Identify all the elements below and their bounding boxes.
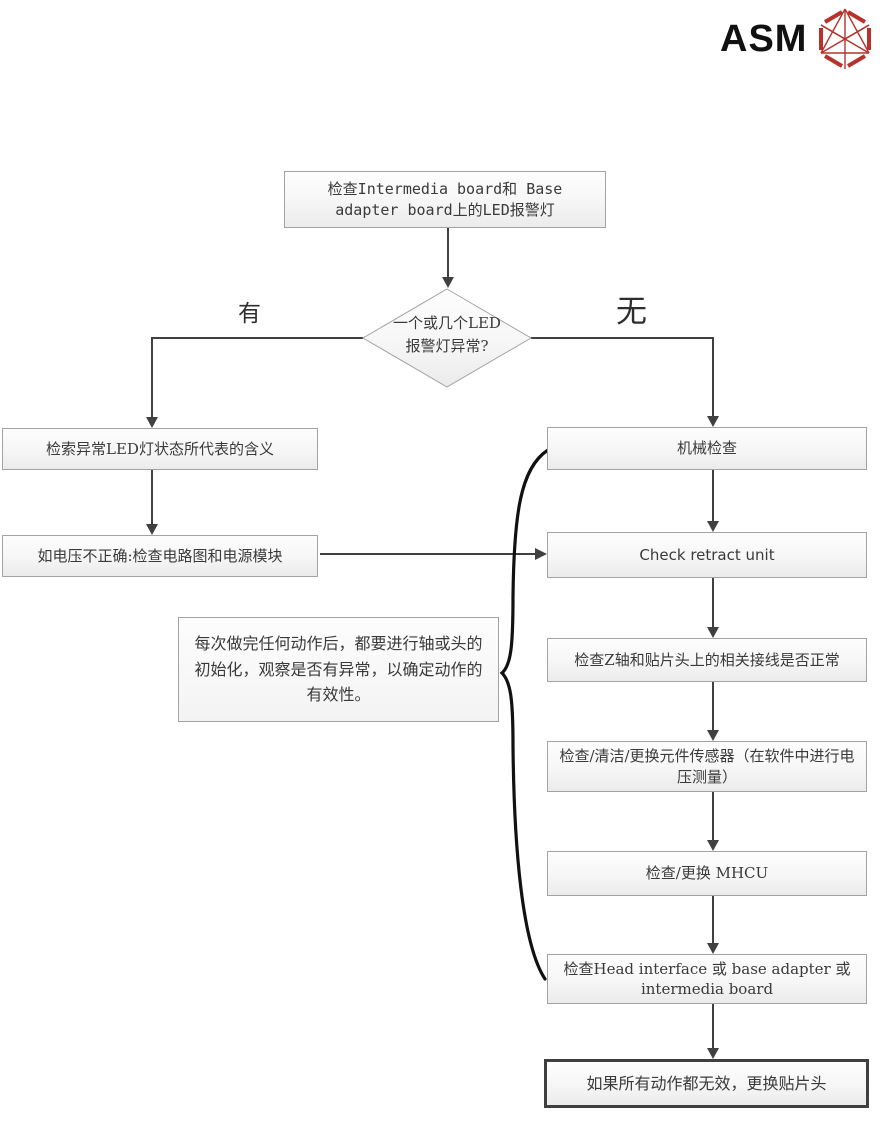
step-mechanical-check: 机械检查 <box>547 427 867 470</box>
step-check-zaxis-wiring: 检查Z轴和贴片头上的相关接线是否正常 <box>547 638 867 682</box>
step-check-retract-unit-label: Check retract unit <box>639 545 775 564</box>
decision-diamond <box>362 288 532 388</box>
step-check-component-sensor-label: 检查/清洁/更换元件传感器（在软件中进行电压测量） <box>559 747 855 786</box>
step-check-interface-boards-label: 检查Head interface 或 base adapter 或 interm… <box>563 959 851 998</box>
step-check-voltage-schematic: 如电压不正确:检查电路图和电源模块 <box>2 535 318 577</box>
branch-label-no: 无 <box>616 294 647 330</box>
grouping-brace <box>499 448 550 981</box>
arrowheads <box>146 277 719 1059</box>
asm-polyhedron-icon <box>819 8 872 69</box>
decision-text: 一个或几个LED 报警灯异常? <box>363 312 531 357</box>
step-mechanical-check-label: 机械检查 <box>676 439 737 458</box>
note-initialize-after-actions: 每次做完任何动作后，都要进行轴或头的初始化，观察是否有异常，以确定动作的有效性。 <box>178 617 499 722</box>
step-check-replace-mhcu: 检查/更换 MHCU <box>547 851 867 896</box>
step-check-voltage-schematic-label: 如电压不正确:检查电路图和电源模块 <box>37 546 283 565</box>
step-check-led-alarms: 检查Intermedia board和 Base adapter board上的… <box>284 171 606 228</box>
branch-label-yes: 有 <box>238 301 261 327</box>
note-text: 每次做完任何动作后，都要进行轴或头的初始化，观察是否有异常，以确定动作的有效性。 <box>194 634 483 705</box>
asm-logo: ASM <box>720 6 880 72</box>
decision-line1: 一个或几个LED <box>393 314 501 332</box>
step-check-zaxis-wiring-label: 检查Z轴和贴片头上的相关接线是否正常 <box>574 650 840 669</box>
step-check-led-alarms-label: 检查Intermedia board和 Base adapter board上的… <box>327 180 563 219</box>
step-check-retract-unit: Check retract unit <box>547 532 867 578</box>
step-check-interface-boards: 检查Head interface 或 base adapter 或 interm… <box>547 954 867 1004</box>
step-replace-placement-head: 如果所有动作都无效，更换贴片头 <box>544 1059 869 1108</box>
step-lookup-led-meaning: 检索异常LED灯状态所代表的含义 <box>2 428 318 470</box>
step-replace-placement-head-label: 如果所有动作都无效，更换贴片头 <box>586 1073 827 1093</box>
step-lookup-led-meaning-label: 检索异常LED灯状态所代表的含义 <box>46 439 274 458</box>
step-check-component-sensor: 检查/清洁/更换元件传感器（在软件中进行电压测量） <box>547 741 867 792</box>
asm-logo-text: ASM <box>720 18 808 60</box>
step-check-replace-mhcu-label: 检查/更换 MHCU <box>645 864 769 883</box>
decision-line2: 报警灯异常? <box>405 336 489 355</box>
